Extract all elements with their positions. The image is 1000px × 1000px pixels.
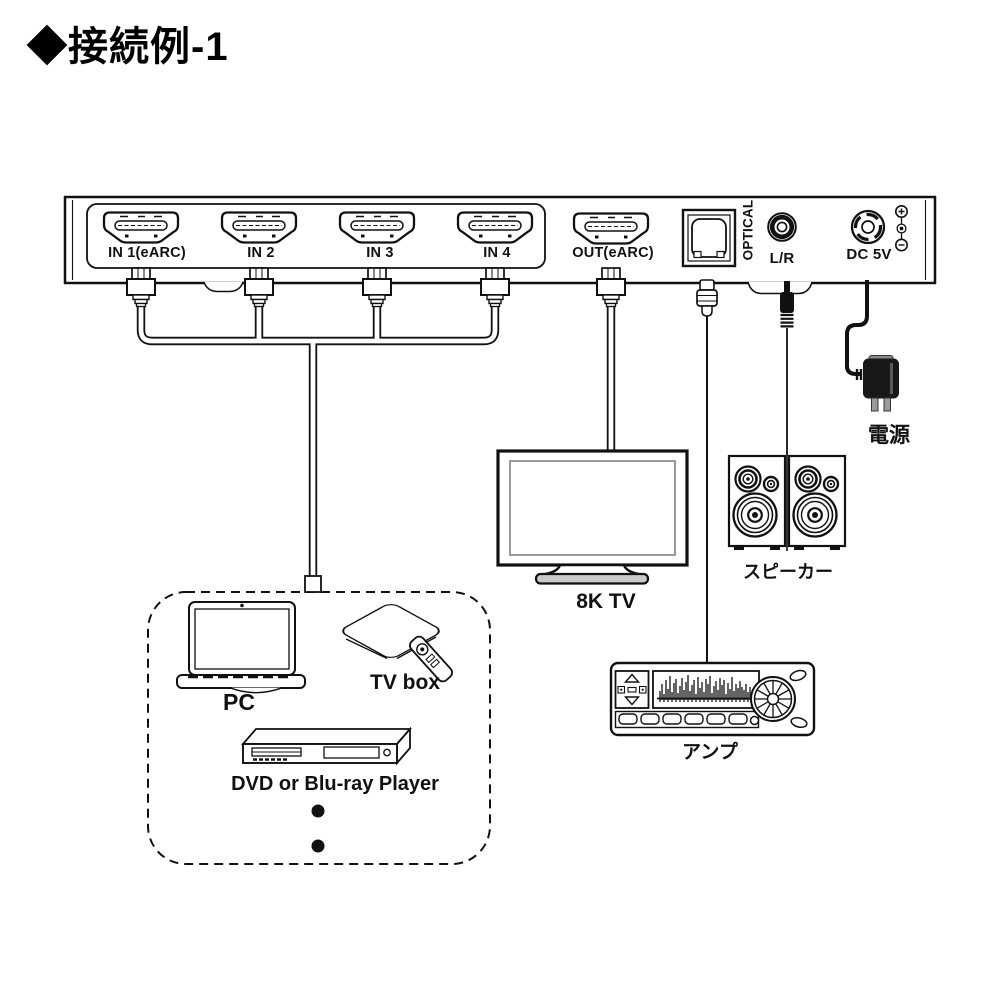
port-label-out: OUT(eARC) [572, 245, 654, 261]
dc-jack-icon [850, 209, 886, 245]
speakers-label: スピーカー [743, 562, 833, 582]
amp-label: アンプ [682, 742, 738, 763]
port-label-lr: L/R [769, 250, 795, 267]
pc-label: PC [223, 689, 255, 715]
tvbox-icon [342, 604, 453, 683]
optical-port-icon [681, 208, 737, 268]
polarity-indicator-icon [894, 205, 908, 252]
tv-icon [496, 449, 689, 585]
power-adapter-icon [863, 355, 899, 412]
diagram-title: ◆接続例-1 [27, 25, 229, 69]
amplifier-icon [609, 661, 816, 737]
port-label-dc5v: DC 5V [846, 246, 892, 263]
port-label-in4: IN 4 [483, 245, 511, 261]
speakers-icon [727, 454, 847, 552]
optical-plug-icon [696, 279, 718, 317]
more-devices-dots [311, 804, 325, 853]
port-label-in2: IN 2 [247, 245, 275, 261]
laptop-icon [176, 601, 306, 694]
power-label: 電源 [868, 424, 910, 447]
hdmi-cables [136, 303, 616, 578]
port-label-optical: OPTICAL [740, 199, 756, 261]
audio-cables [706, 316, 788, 664]
tvbox-label: TV box [369, 671, 441, 694]
lr-plug-icon [780, 281, 794, 328]
lr-jack-icon [767, 212, 797, 242]
dvd-label: DVD or Blu-ray Player [231, 773, 439, 795]
source-devices-group [147, 575, 491, 865]
dvd-player-icon [241, 726, 412, 766]
port-label-in3: IN 3 [366, 245, 394, 261]
tv-label: 8K TV [576, 590, 636, 613]
port-label-in1: IN 1(eARC) [108, 245, 186, 261]
